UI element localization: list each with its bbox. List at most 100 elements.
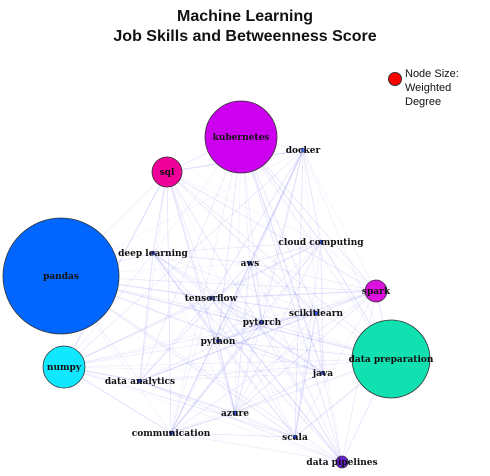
node-tensorflow: tensorflow [185, 294, 238, 304]
edge-deep-learning-pytorch [152, 252, 263, 323]
edge-sql-scala [166, 171, 296, 438]
node-circle-azure [232, 410, 238, 416]
legend-marker [388, 72, 402, 86]
edge-tensorflow-scikit-learn [210, 297, 317, 314]
edge-scikit-learn-pytorch [261, 312, 317, 323]
edge-sql-cloud-computing [166, 171, 322, 243]
edge-kubernetes-azure [234, 136, 242, 414]
node-label-data-analytics: data analytics [105, 377, 175, 387]
edge-docker-spark [302, 149, 377, 292]
edge-pytorch-java [261, 321, 324, 374]
legend-label: Node Size: Weighted Degree [405, 67, 490, 109]
edge-azure-communication [170, 412, 236, 434]
node-circle-pandas [2, 217, 120, 335]
edge-spark-data-analytics [139, 290, 377, 382]
edge-sql-data-analytics [139, 171, 168, 382]
edge-communication-data-pipelines [170, 432, 343, 463]
edge-spark-azure [234, 290, 377, 414]
node-data-preparation: data preparation [349, 319, 434, 399]
edge-spark-tensorflow [210, 290, 377, 299]
edge-deep-learning-tensorflow [152, 252, 212, 299]
edge-pytorch-communication [170, 321, 263, 434]
edge-docker-java [302, 149, 324, 374]
node-circle-tensorflow [208, 295, 214, 301]
edge-kubernetes-data-preparation [240, 136, 392, 360]
chart-title-line1: Machine Learning [176, 8, 314, 25]
edge-aws-java [249, 262, 324, 374]
node-circle-docker [300, 147, 306, 153]
edge-data-preparation-data-analytics [139, 358, 392, 382]
node-scikit-learn: scikitlearn [289, 309, 343, 319]
edge-deep-learning-numpy [63, 252, 154, 368]
edge-deep-learning-java [152, 252, 324, 374]
edge-tensorflow-scala [210, 297, 296, 438]
node-circle-scikit-learn [313, 310, 319, 316]
edge-aws-python [217, 262, 251, 342]
edge-python-communication [170, 340, 219, 434]
node-circle-kubernetes [204, 100, 278, 174]
edge-data-analytics-java [139, 372, 324, 382]
node-circle-data-analytics [137, 378, 143, 384]
node-label-data-preparation: data preparation [349, 355, 434, 365]
edge-deep-learning-data-pipelines [152, 252, 343, 463]
node-label-sql: sql [160, 168, 175, 178]
edge-kubernetes-data-analytics [139, 136, 242, 382]
edge-docker-communication [170, 149, 304, 434]
node-circle-spark [364, 279, 388, 303]
edge-spark-python [217, 290, 377, 342]
node-docker: docker [286, 146, 321, 156]
edge-sql-scikit-learn [166, 171, 317, 314]
node-circle-python [215, 338, 221, 344]
legend-line2: Weighted Degree [405, 82, 452, 108]
edge-tensorflow-java [210, 297, 324, 374]
node-data-analytics: data analytics [105, 377, 175, 387]
edge-cloud-computing-communication [170, 241, 322, 434]
edge-aws-data-pipelines [249, 262, 343, 463]
legend-line1: Node Size: [405, 68, 459, 80]
edge-scikit-learn-numpy [63, 312, 317, 368]
edge-data-analytics-azure [139, 380, 236, 414]
node-label-pandas: pandas [43, 272, 79, 282]
edge-tensorflow-pytorch [210, 297, 263, 323]
edge-scikit-learn-data-analytics [139, 312, 317, 382]
edge-docker-numpy [63, 149, 304, 368]
edge-sql-azure [166, 171, 236, 414]
node-azure: azure [221, 409, 249, 419]
edge-pytorch-data-analytics [139, 321, 263, 382]
edge-spark-communication [170, 290, 377, 434]
edge-deep-learning-cloud-computing [152, 241, 322, 254]
edge-cloud-computing-scala [294, 241, 322, 438]
node-circle-cloud-computing [318, 239, 324, 245]
node-data-pipelines: data pipelines [306, 455, 378, 469]
node-label-scikit-learn: scikitlearn [289, 309, 343, 319]
node-circle-data-pipelines [335, 455, 349, 469]
edge-docker-pytorch [261, 149, 304, 323]
edge-tensorflow-communication [170, 297, 212, 434]
edge-aws-azure [234, 262, 251, 414]
edge-deep-learning-scala [152, 252, 296, 438]
node-pandas: pandas [2, 217, 120, 335]
node-aws: aws [241, 259, 260, 269]
edge-pytorch-azure [234, 321, 263, 414]
edge-aws-communication [170, 262, 251, 434]
edge-cloud-computing-azure [234, 241, 322, 414]
edge-python-java [217, 340, 324, 374]
edge-docker-cloud-computing [302, 149, 322, 243]
edge-deep-learning-aws [152, 252, 251, 264]
edge-docker-scala [294, 149, 304, 438]
edge-sql-spark [166, 171, 377, 292]
node-label-tensorflow: tensorflow [185, 294, 238, 304]
edge-scikit-learn-azure [234, 312, 317, 414]
edge-sql-tensorflow [166, 171, 212, 299]
edge-deep-learning-azure [152, 252, 236, 414]
edge-kubernetes-communication [170, 136, 242, 434]
edge-kubernetes-java [240, 136, 324, 374]
node-label-spark: spark [362, 287, 391, 297]
node-pytorch: pytorch [243, 318, 282, 328]
edge-tensorflow-data-pipelines [210, 297, 343, 463]
node-kubernetes: kubernetes [204, 100, 278, 174]
edge-aws-data-analytics [139, 262, 251, 382]
edge-azure-scala [234, 412, 296, 438]
edge-cloud-computing-spark [320, 241, 377, 292]
